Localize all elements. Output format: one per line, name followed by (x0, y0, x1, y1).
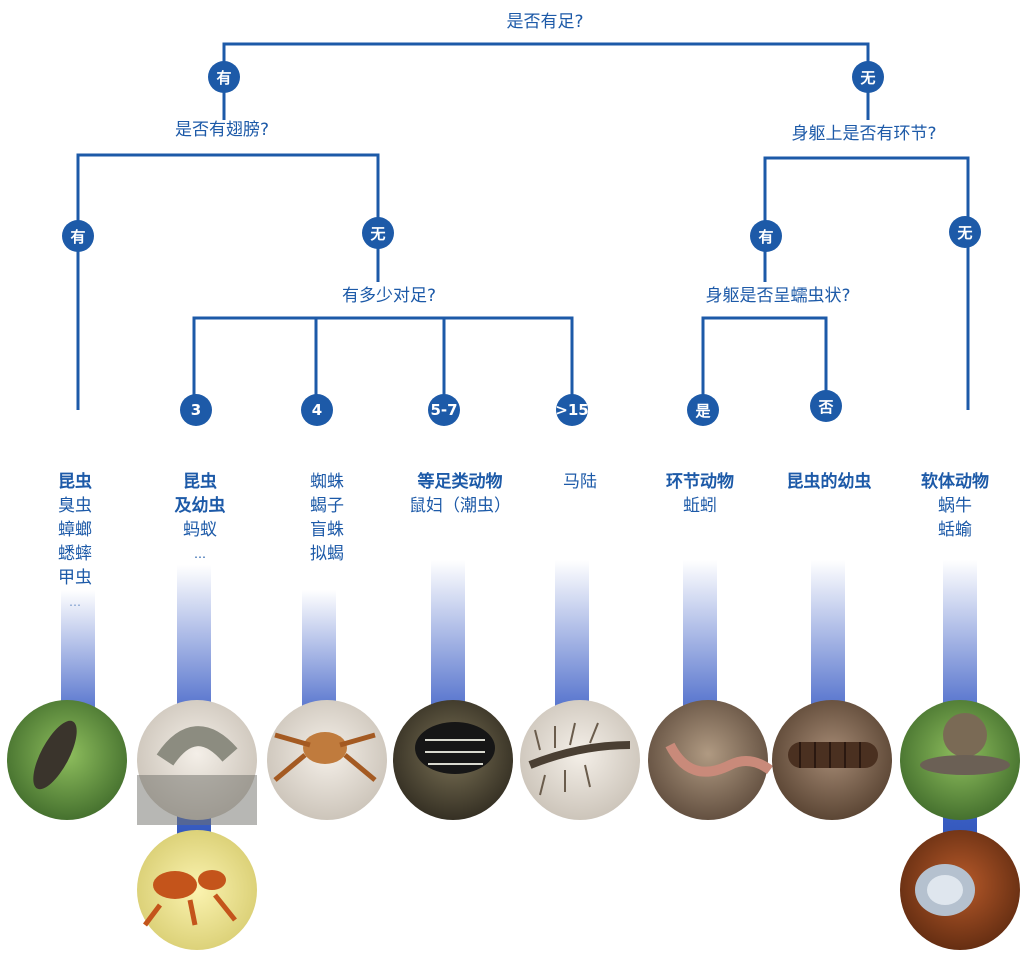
line-root (224, 44, 868, 120)
photo-earthworm (648, 700, 770, 820)
category-insects: 昆虫 臭虫 蟑螂 蟋蟀 甲虫 … (58, 470, 92, 614)
badge-pairs-5-7: 5-7 (428, 394, 460, 426)
category-item: 臭虫 (58, 494, 92, 518)
photo-grub (772, 700, 892, 820)
category-millipede: 马陆 (563, 470, 597, 494)
line-wings (78, 155, 378, 410)
category-item: 盲蛛 (310, 518, 344, 542)
category-item: … (58, 590, 92, 614)
line-segments (765, 158, 968, 410)
category-isopods: 等足类动物 鼠妇（潮虫） (409, 470, 511, 518)
category-head: 环节动物 (666, 470, 734, 494)
question-pairs-of-feet: 有多少对足? (342, 286, 436, 306)
question-wormlike: 身躯是否呈蠕虫状? (705, 286, 850, 306)
category-item: … (175, 542, 226, 566)
connector-lines (78, 44, 968, 410)
badge-wings-yes: 有 (62, 220, 94, 252)
question-has-wings: 是否有翅膀? (175, 120, 269, 140)
category-head: 昆虫 (58, 470, 92, 494)
category-item: 蚯蚓 (666, 494, 734, 518)
photo-snail (900, 700, 1020, 820)
badge-pairs-3: 3 (180, 394, 212, 426)
photo-larva (137, 700, 257, 825)
line-worm (703, 318, 826, 410)
question-body-segments: 身躯上是否有环节? (791, 124, 936, 144)
category-item: 甲虫 (58, 566, 92, 590)
category-item: 蜗牛 (921, 494, 989, 518)
photos (7, 700, 1020, 950)
category-head: 昆虫的幼虫 (787, 470, 872, 494)
category-item: 鼠妇（潮虫） (409, 494, 511, 518)
badge-pairs-gt15: >15 (556, 394, 588, 426)
badge-wings-no: 无 (362, 217, 394, 249)
badge-pairs-4: 4 (301, 394, 333, 426)
category-annelids: 环节动物 蚯蚓 (666, 470, 734, 518)
badge-seg-yes: 有 (750, 220, 782, 252)
photo-cricket (7, 700, 127, 820)
photo-slug (900, 830, 1020, 950)
category-head: 软体动物 (921, 470, 989, 494)
category-head: 昆虫 (175, 470, 226, 494)
photo-millipede (520, 700, 640, 820)
question-has-feet: 是否有足? (506, 12, 583, 32)
category-item: 蛞蝓 (921, 518, 989, 542)
category-item: 马陆 (563, 470, 597, 494)
photo-ant (137, 830, 257, 950)
category-item: 拟蝎 (310, 542, 344, 566)
badge-worm-yes: 是 (687, 394, 719, 426)
category-item: 蟑螂 (58, 518, 92, 542)
photo-harvestman (267, 700, 387, 820)
line-pairs (194, 318, 572, 410)
badge-worm-no: 否 (810, 390, 842, 422)
badge-feet-no: 无 (852, 61, 884, 93)
category-mollusks: 软体动物 蜗牛 蛞蝓 (921, 470, 989, 542)
category-insect-larvae: 昆虫的幼虫 (787, 470, 872, 494)
badge-seg-no: 无 (949, 216, 981, 248)
category-item: 蟋蟀 (58, 542, 92, 566)
category-head: 及幼虫 (175, 494, 226, 518)
badge-feet-yes: 有 (208, 61, 240, 93)
category-item: 蜘蛛 (310, 470, 344, 494)
category-head: 等足类动物 (409, 470, 511, 494)
category-arachnids: 蜘蛛 蝎子 盲蛛 拟蝎 (310, 470, 344, 566)
category-insects-larvae: 昆虫 及幼虫 蚂蚁 … (175, 470, 226, 566)
category-item: 蚂蚁 (175, 518, 226, 542)
category-item: 蝎子 (310, 494, 344, 518)
photo-woodlouse (393, 700, 513, 820)
